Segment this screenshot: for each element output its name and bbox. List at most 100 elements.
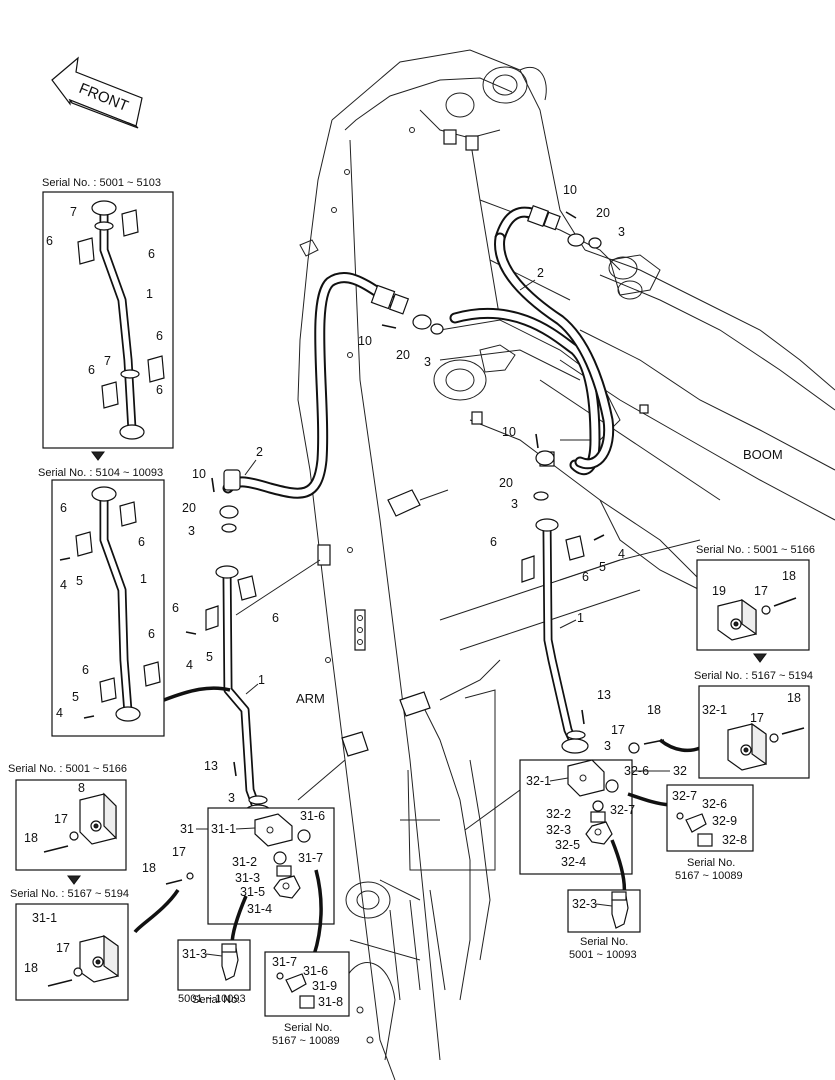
- callout-box1-6d: 6: [88, 363, 95, 377]
- callout-box2-6a: 6: [60, 501, 67, 515]
- callout-rv-32-5: 32-5: [555, 838, 580, 852]
- callout-box2-5a: 5: [76, 574, 83, 588]
- callout-box2-4b: 4: [56, 706, 63, 720]
- fitting-box-32-3: 32-3 Serial No. 5001 ~ 10093: [567, 889, 641, 961]
- callout-lh-3: 3: [188, 524, 195, 538]
- callout-sb1-8: 8: [78, 781, 85, 795]
- callout-rv-32-3: 32-3: [546, 823, 571, 837]
- callout-box2-6d: 6: [82, 663, 89, 677]
- callout-box2-5b: 5: [72, 690, 79, 704]
- valve-box-right-5001-5166: Serial No. : 5001 ~ 5166 19 17 18: [696, 544, 815, 663]
- right-arm-pipe: [521, 518, 605, 754]
- pipe-variant-box-5104-10093: Serial No. : 5104 ~ 10093 6 6 4 5 1 6 6 …: [38, 467, 231, 737]
- callout-lp-6b: 6: [272, 611, 279, 625]
- callout-rv-17: 17: [611, 723, 625, 737]
- callout-sb4-18: 18: [787, 691, 801, 705]
- callout-top-2: 2: [537, 266, 544, 280]
- callout-rp-4: 4: [618, 547, 625, 561]
- callout-rp-1: 1: [577, 611, 584, 625]
- left-valve-callouts: 31 31-1 31-6 31-2 31-7 31-3 31-5 31-4 18…: [142, 809, 325, 916]
- serial-5104-10093: Serial No. : 5104 ~ 10093: [38, 467, 163, 479]
- fitting-box-31-9: 31-7 31-6 31-9 31-8 Serial No. 5167 ~ 10…: [264, 951, 350, 1047]
- callout-rv-32-1: 32-1: [526, 774, 551, 788]
- callout-box1-7b: 7: [104, 354, 111, 368]
- callout-sb8-32-7: 32-7: [672, 789, 697, 803]
- callout-lv-17: 17: [172, 845, 186, 859]
- callout-box1-6b: 6: [148, 247, 155, 261]
- callout-sb8-32-9: 32-9: [712, 814, 737, 828]
- serial-5167-10089-b-line1: Serial No.: [687, 857, 735, 869]
- callout-lp-5: 5: [206, 650, 213, 664]
- arm-label: ARM: [296, 691, 325, 706]
- hoses: [211, 204, 615, 533]
- fitting-box-31-3: 31-3 Serial No. 5001 ~ 10093 5001 ~ 1009…: [177, 939, 251, 1006]
- callout-lh-10: 10: [192, 467, 206, 481]
- callout-rv-32-2: 32-2: [546, 807, 571, 821]
- callout-rp-6a: 6: [490, 535, 497, 549]
- serial-5001-5103: Serial No. : 5001 ~ 5103: [42, 177, 161, 189]
- callout-lp-3: 3: [228, 791, 235, 805]
- callout-rp-6b: 6: [582, 570, 589, 584]
- serial-5167-10089-a-line2: 5167 ~ 10089: [272, 1035, 340, 1047]
- serial-5001-10093-a-second-line: 5001 ~ 10093: [178, 993, 246, 1005]
- callout-mid-10: 10: [358, 334, 372, 348]
- serial-5001-10093-b-line1: Serial No.: [580, 936, 628, 948]
- callout-rv-32-7: 32-7: [610, 803, 635, 817]
- callout-sb7-32-3: 32-3: [572, 897, 597, 911]
- callout-sb6-31-6: 31-6: [303, 964, 328, 978]
- right-valve-callouts: 17 18 32-1 32-6 32 32-7 32-2 32-3 32-5 3…: [526, 703, 687, 869]
- callout-sb2-31-1: 31-1: [32, 911, 57, 925]
- callout-box2-1: 1: [140, 572, 147, 586]
- callout-rh-20: 20: [499, 476, 513, 490]
- serial-5001-10093-b-line2: 5001 ~ 10093: [569, 949, 637, 961]
- callout-sb6-31-7: 31-7: [272, 955, 297, 969]
- valve-box-left-5001-5166: Serial No. : 5001 ~ 5166 8 17 18: [8, 763, 127, 885]
- callout-sb6-31-9: 31-9: [312, 979, 337, 993]
- callout-sb1-18: 18: [24, 831, 38, 845]
- callout-sb8-32-6: 32-6: [702, 797, 727, 811]
- callout-sb5-31-3: 31-3: [182, 947, 207, 961]
- callout-sb2-17: 17: [56, 941, 70, 955]
- callout-lv-31: 31: [180, 822, 194, 836]
- callout-sb3-19: 19: [712, 584, 726, 598]
- callout-rh-3: 3: [511, 497, 518, 511]
- front-arrow: FRONT: [51, 56, 143, 129]
- serial-5001-10093-a-line1: Serial No.: [192, 994, 240, 1006]
- callout-sb6-31-8: 31-8: [318, 995, 343, 1009]
- callout-box2-6c: 6: [148, 627, 155, 641]
- callout-rv-32: 32: [673, 764, 687, 778]
- serial-5001-10093-a-line2-box: 5001 ~ 10093: [178, 993, 246, 1005]
- callout-box1-1: 1: [146, 287, 153, 301]
- callout-sb4-17: 17: [750, 711, 764, 725]
- callout-rp-13: 13: [597, 688, 611, 702]
- callout-sb4-32-1: 32-1: [702, 703, 727, 717]
- callout-lp-4: 4: [186, 658, 193, 672]
- serial-5167-10089-b-line2: 5167 ~ 10089: [675, 870, 743, 882]
- callout-sb2-18: 18: [24, 961, 38, 975]
- callout-lv-18: 18: [142, 861, 156, 875]
- callout-lp-1: 1: [258, 673, 265, 687]
- callout-rp-5: 5: [599, 560, 606, 574]
- callout-sb8-32-8: 32-8: [722, 833, 747, 847]
- callout-rv-18: 18: [647, 703, 661, 717]
- left-valve-box: [133, 807, 335, 956]
- hose-callouts: 10 20 3 2 10 20 3 10 2 20 3 6 6 4 5 1 13…: [172, 183, 625, 805]
- callout-box1-6c: 6: [156, 329, 163, 343]
- callout-sb3-18: 18: [782, 569, 796, 583]
- callout-lv-31-7: 31-7: [298, 851, 323, 865]
- callout-box1-6a: 6: [46, 234, 53, 248]
- callout-top-3: 3: [618, 225, 625, 239]
- callout-lp-13: 13: [204, 759, 218, 773]
- valve-box-left-5167-5194: Serial No. : 5167 ~ 5194 31-1 17 18: [10, 888, 129, 1001]
- callout-rh-10: 10: [502, 425, 516, 439]
- valve-box-right-5167-5194: Serial No. : 5167 ~ 5194 32-1 17 18: [694, 670, 813, 779]
- callout-box1-6e: 6: [156, 383, 163, 397]
- serial-right-5167-5194: Serial No. : 5167 ~ 5194: [694, 670, 813, 682]
- callout-lv-31-5: 31-5: [240, 885, 265, 899]
- callout-rv-32-4: 32-4: [561, 855, 586, 869]
- serial-left-5167-5194: Serial No. : 5167 ~ 5194: [10, 888, 129, 900]
- callout-lv-31-6: 31-6: [300, 809, 325, 823]
- fitting-box-32-9: 32-7 32-6 32-9 32-8 Serial No. 5167 ~ 10…: [666, 784, 754, 882]
- callout-box2-4a: 4: [60, 578, 67, 592]
- callout-lh-20: 20: [182, 501, 196, 515]
